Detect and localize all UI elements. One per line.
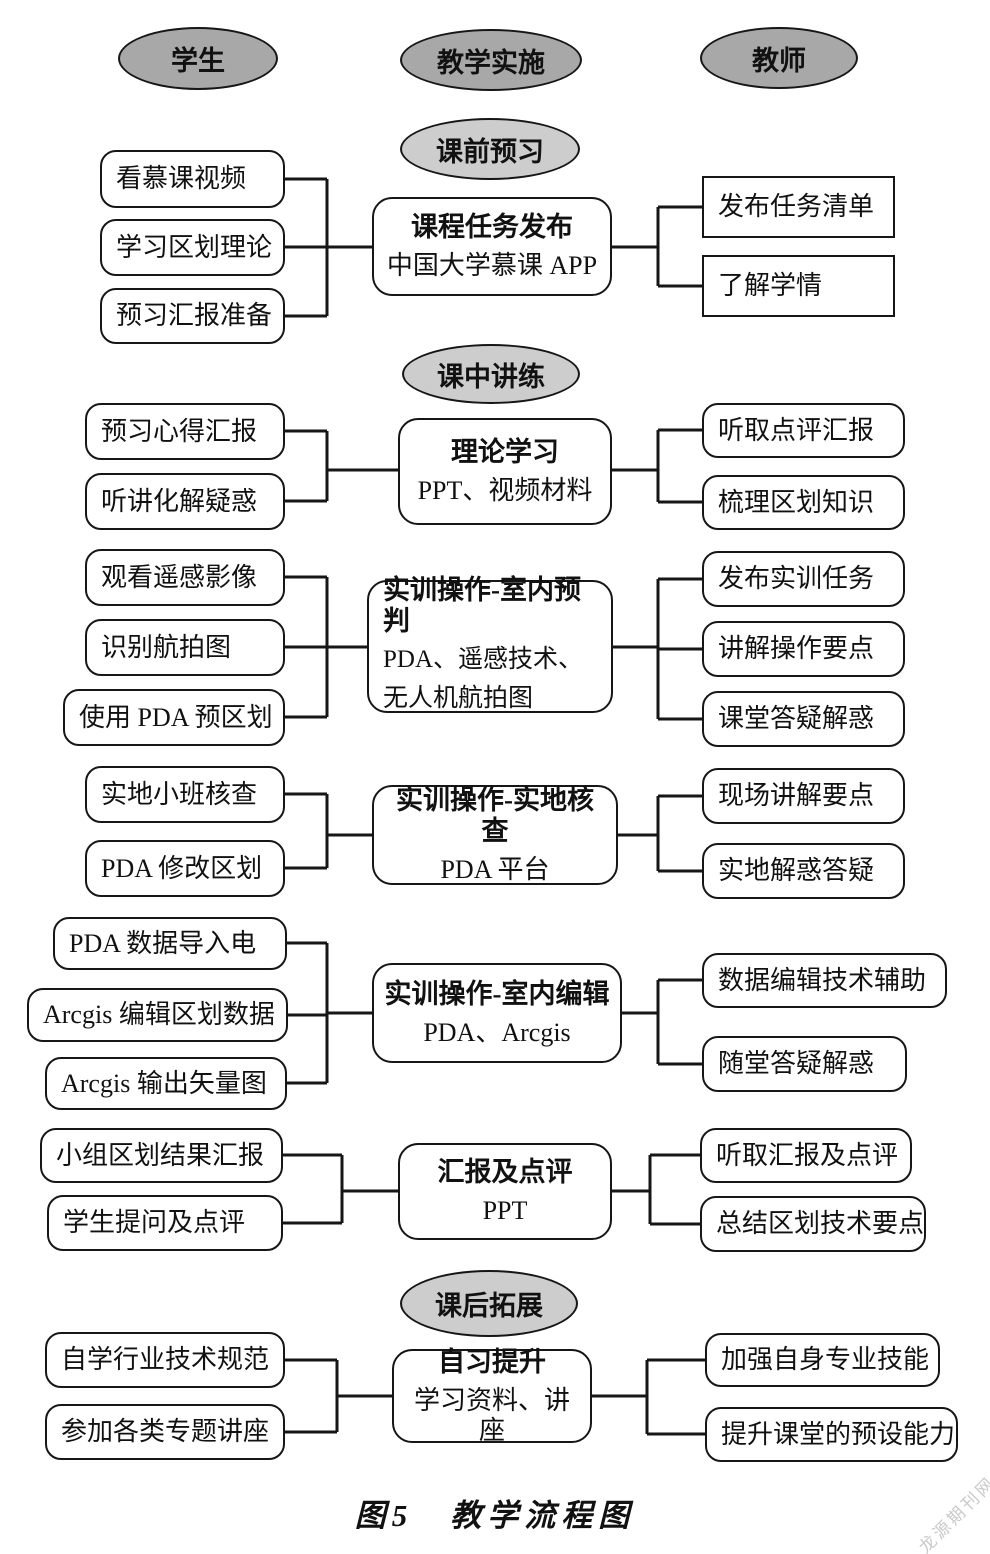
header-ellipse-students: 学生 xyxy=(118,27,278,90)
teacher-box: 听取点评汇报 xyxy=(702,403,905,458)
connector-e-right xyxy=(622,978,702,1066)
center-box-title: 实训操作-室内预判 xyxy=(383,574,581,636)
teacher-box: 数据编辑技术辅助 xyxy=(702,953,947,1008)
center-box: 实训操作-室内预判 PDA、遥感技术、无人机航拍图 xyxy=(367,575,613,713)
center-box-title: 理论学习 xyxy=(451,437,559,468)
teacher-box: 总结区划技术要点 xyxy=(700,1196,926,1252)
center-box-subtitle: PDA 平台 xyxy=(440,855,550,885)
student-box: 观看遥感影像 xyxy=(85,549,285,606)
student-box: 使用 PDA 预区划 xyxy=(63,689,285,746)
connector-f-right xyxy=(612,1153,700,1226)
connector-g-right xyxy=(592,1358,705,1436)
teacher-box: 随堂答疑解惑 xyxy=(702,1036,907,1092)
header-ellipse-implementation: 教学实施 xyxy=(400,29,582,91)
center-box-title: 课程任务发布 xyxy=(411,212,573,243)
student-box: 小组区划结果汇报 xyxy=(40,1128,283,1183)
student-box: PDA 修改区划 xyxy=(85,840,285,897)
center-box-subtitle: PPT xyxy=(482,1196,528,1226)
center-box: 实训操作-实地核查 PDA 平台 xyxy=(372,785,618,885)
center-box-title: 自习提升 xyxy=(438,1346,546,1377)
center-box-title: 实训操作-实地核查 xyxy=(396,785,594,847)
center-box: 课程任务发布 中国大学慕课 APP xyxy=(372,197,612,296)
connector-d-right xyxy=(618,794,702,873)
teacher-box: 提升课堂的预设能力 xyxy=(705,1407,958,1462)
student-box: 实地小班核查 xyxy=(85,766,285,823)
center-box-subtitle: PDA、遥感技术、无人机航拍图 xyxy=(383,645,584,712)
teacher-box: 课堂答疑解惑 xyxy=(702,691,905,747)
teacher-box: 加强自身专业技能 xyxy=(705,1333,940,1387)
center-box-subtitle: PDA、Arcgis xyxy=(423,1017,571,1047)
center-box-subtitle: 中国大学慕课 APP xyxy=(386,251,598,281)
stage-ellipse-in-class: 课中讲练 xyxy=(402,344,580,404)
teacher-box: 讲解操作要点 xyxy=(702,621,905,677)
student-box: 听讲化解疑惑 xyxy=(85,473,285,530)
connector-g-left xyxy=(285,1358,392,1434)
center-box: 实训操作-室内编辑 PDA、Arcgis xyxy=(372,963,622,1063)
connector-e-left xyxy=(287,941,372,1085)
center-box: 自习提升 学习资料、讲座 xyxy=(392,1346,592,1445)
student-box: 学生提问及点评 xyxy=(47,1195,283,1251)
center-box: 理论学习 PPT、视频材料 xyxy=(398,418,612,525)
center-box-title: 实训操作-室内编辑 xyxy=(384,978,610,1009)
student-box: 参加各类专题讲座 xyxy=(45,1404,285,1460)
connector-a-left xyxy=(285,177,372,318)
connector-d-left xyxy=(285,792,372,870)
connector-b-right xyxy=(612,428,702,504)
teacher-box: 了解学情 xyxy=(702,255,895,317)
teacher-box: 发布任务清单 xyxy=(702,176,895,238)
teacher-box: 发布实训任务 xyxy=(702,551,905,607)
student-box: 识别航拍图 xyxy=(85,619,285,676)
student-box: Arcgis 编辑区划数据 xyxy=(27,988,288,1042)
center-box-subtitle: PPT、视频材料 xyxy=(417,476,593,506)
stage-ellipse-pre-class: 课前预习 xyxy=(400,118,580,180)
teacher-box: 听取汇报及点评 xyxy=(700,1128,912,1183)
student-box: Arcgis 输出矢量图 xyxy=(45,1057,287,1110)
student-box: 预习心得汇报 xyxy=(85,403,285,460)
connector-c-left xyxy=(285,575,367,719)
connector-c-right xyxy=(613,577,702,721)
header-ellipse-teacher: 教师 xyxy=(700,27,858,89)
student-box: 预习汇报准备 xyxy=(100,288,285,344)
teacher-box: 现场讲解要点 xyxy=(702,768,905,824)
connector-b-left xyxy=(285,429,398,503)
student-box: PDA 数据导入电 xyxy=(53,917,287,970)
student-box: 自学行业技术规范 xyxy=(45,1332,285,1388)
center-box-subtitle: 学习资料、讲座 xyxy=(413,1385,570,1445)
teacher-box: 实地解惑答疑 xyxy=(702,843,905,899)
teacher-box: 梳理区划知识 xyxy=(702,475,905,530)
stage-ellipse-after-class: 课后拓展 xyxy=(400,1270,578,1337)
student-box: 学习区划理论 xyxy=(100,219,285,276)
center-box-title: 汇报及点评 xyxy=(437,1157,573,1188)
student-box: 看慕课视频 xyxy=(100,150,285,208)
figure-caption: 图5 教学流程图 xyxy=(354,1498,636,1533)
connector-f-left xyxy=(283,1153,398,1225)
connector-a-right xyxy=(612,205,702,288)
center-box: 汇报及点评 PPT xyxy=(398,1143,612,1240)
